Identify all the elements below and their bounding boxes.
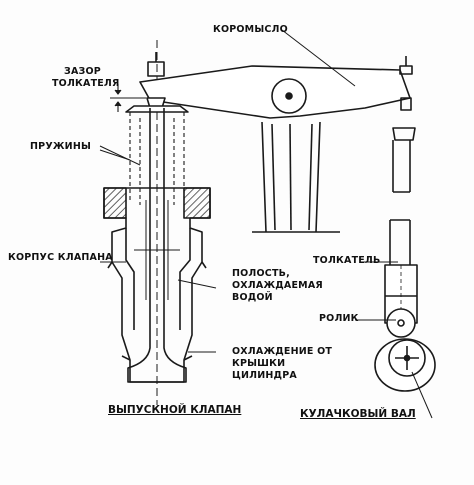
valve-head [121, 340, 193, 383]
cavity-label-line3: ВОДОЙ [232, 292, 273, 303]
pushrod [389, 140, 411, 265]
springs-label: ПРУЖИНЫ [30, 141, 92, 152]
cooling-label-line1: ОХЛАЖДЕНИЕ ОТ [232, 346, 333, 357]
roller-label: РОЛИК [319, 313, 359, 324]
exhaust-valve-caption: ВЫПУСКНОЙ КЛАПАН [108, 404, 242, 416]
rocker-arm [139, 52, 416, 141]
cooling-label-line3: ЦИЛИНДРА [232, 370, 297, 381]
lash-arrows [110, 84, 146, 112]
leader-lines [99, 29, 433, 419]
lash-label-line1: ЗАЗОР [64, 66, 101, 77]
lash-label-line2: ТОЛКАТЕЛЯ [52, 78, 120, 89]
camshaft [374, 338, 436, 392]
camshaft-caption: КУЛАЧКОВЫЙ ВАЛ [300, 408, 416, 420]
cooling-label-line2: КРЫШКИ [232, 358, 286, 369]
cavity-label-line1: ПОЛОСТЬ, [232, 268, 290, 279]
cavity-label-line2: ОХЛАЖДАЕМАЯ [232, 280, 323, 291]
valve-body-label: КОРПУС КЛАПАНА [8, 252, 113, 263]
roller [386, 308, 416, 338]
pusher-label: ТОЛКАТЕЛЬ [313, 255, 381, 266]
rocker-label: КОРОМЫСЛО [213, 24, 288, 35]
valve-stem [145, 108, 169, 340]
valve-springs [125, 105, 189, 205]
rocker-support [252, 121, 340, 233]
